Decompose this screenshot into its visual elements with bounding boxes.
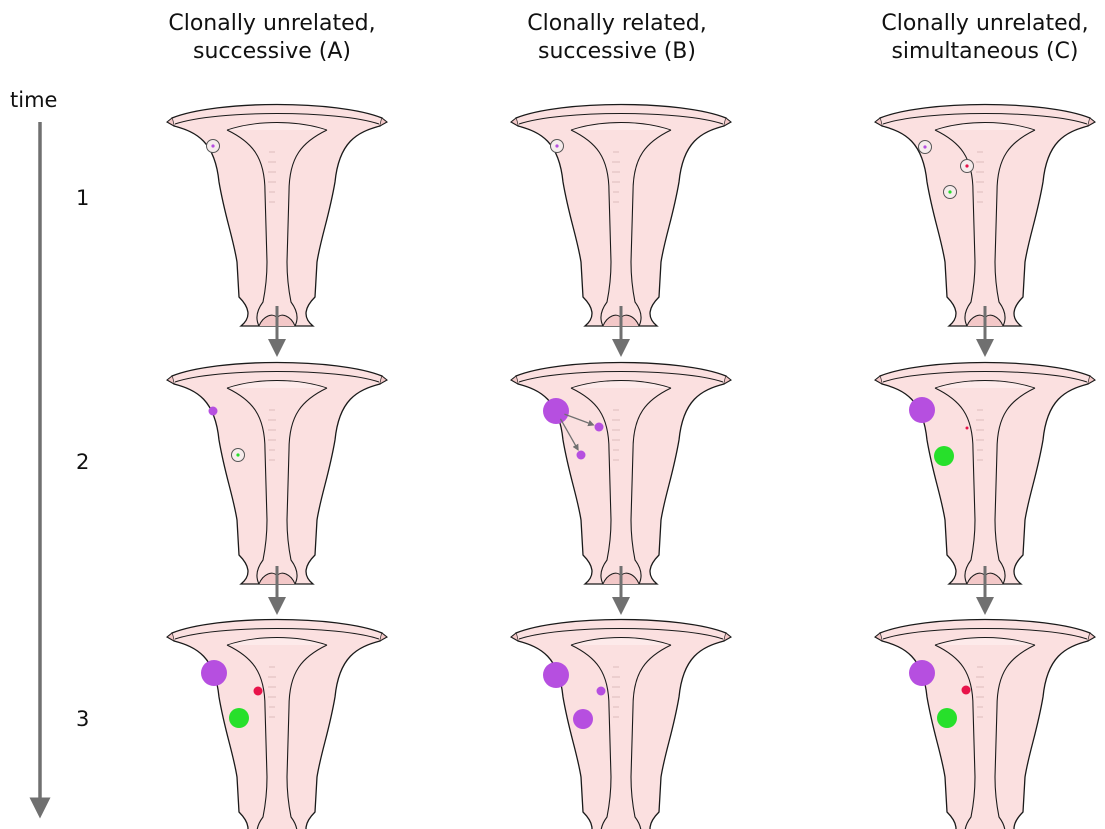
organ-c2: [875, 363, 1095, 585]
tumor-clone-purple-large: [543, 662, 569, 688]
organ-a3: [167, 620, 387, 829]
organ-a2: [167, 363, 387, 585]
tumor-clone-purple-large: [543, 398, 569, 424]
organ-b2: [511, 363, 731, 585]
tumor-clone-purple-small: [597, 687, 606, 696]
tumor-clone-purple-small: [595, 423, 604, 432]
tumor-clone-purple-small: [209, 407, 218, 416]
organ-b3: [511, 620, 731, 829]
tumor-clone-red-small: [254, 687, 263, 696]
organ-b1: [511, 105, 731, 327]
tumor-clone-red-small: [962, 686, 971, 695]
tumor-clone-purple-large: [201, 660, 227, 686]
founder-cell-nucleus-purple: [555, 144, 558, 147]
organ-c1: [875, 105, 1095, 327]
tumor-clone-green-medium: [934, 446, 954, 466]
founder-cell-nucleus-purple: [923, 145, 926, 148]
founder-cell-nucleus-green: [236, 453, 239, 456]
tumor-clone-purple-large: [909, 660, 935, 686]
tumor-clone-green-medium: [937, 708, 957, 728]
tumor-clone-purple-large: [909, 397, 935, 423]
tumor-clone-red-dot: [966, 427, 969, 430]
organ-a1: [167, 105, 387, 327]
founder-cell-nucleus-purple: [211, 144, 214, 147]
tumor-clone-purple-medium: [573, 709, 593, 729]
founder-cell-nucleus-red: [965, 164, 968, 167]
tumor-clone-purple-small: [577, 451, 586, 460]
organ-c3: [875, 620, 1095, 829]
tumor-clone-green-medium: [229, 708, 249, 728]
founder-cell-nucleus-green: [948, 190, 951, 193]
